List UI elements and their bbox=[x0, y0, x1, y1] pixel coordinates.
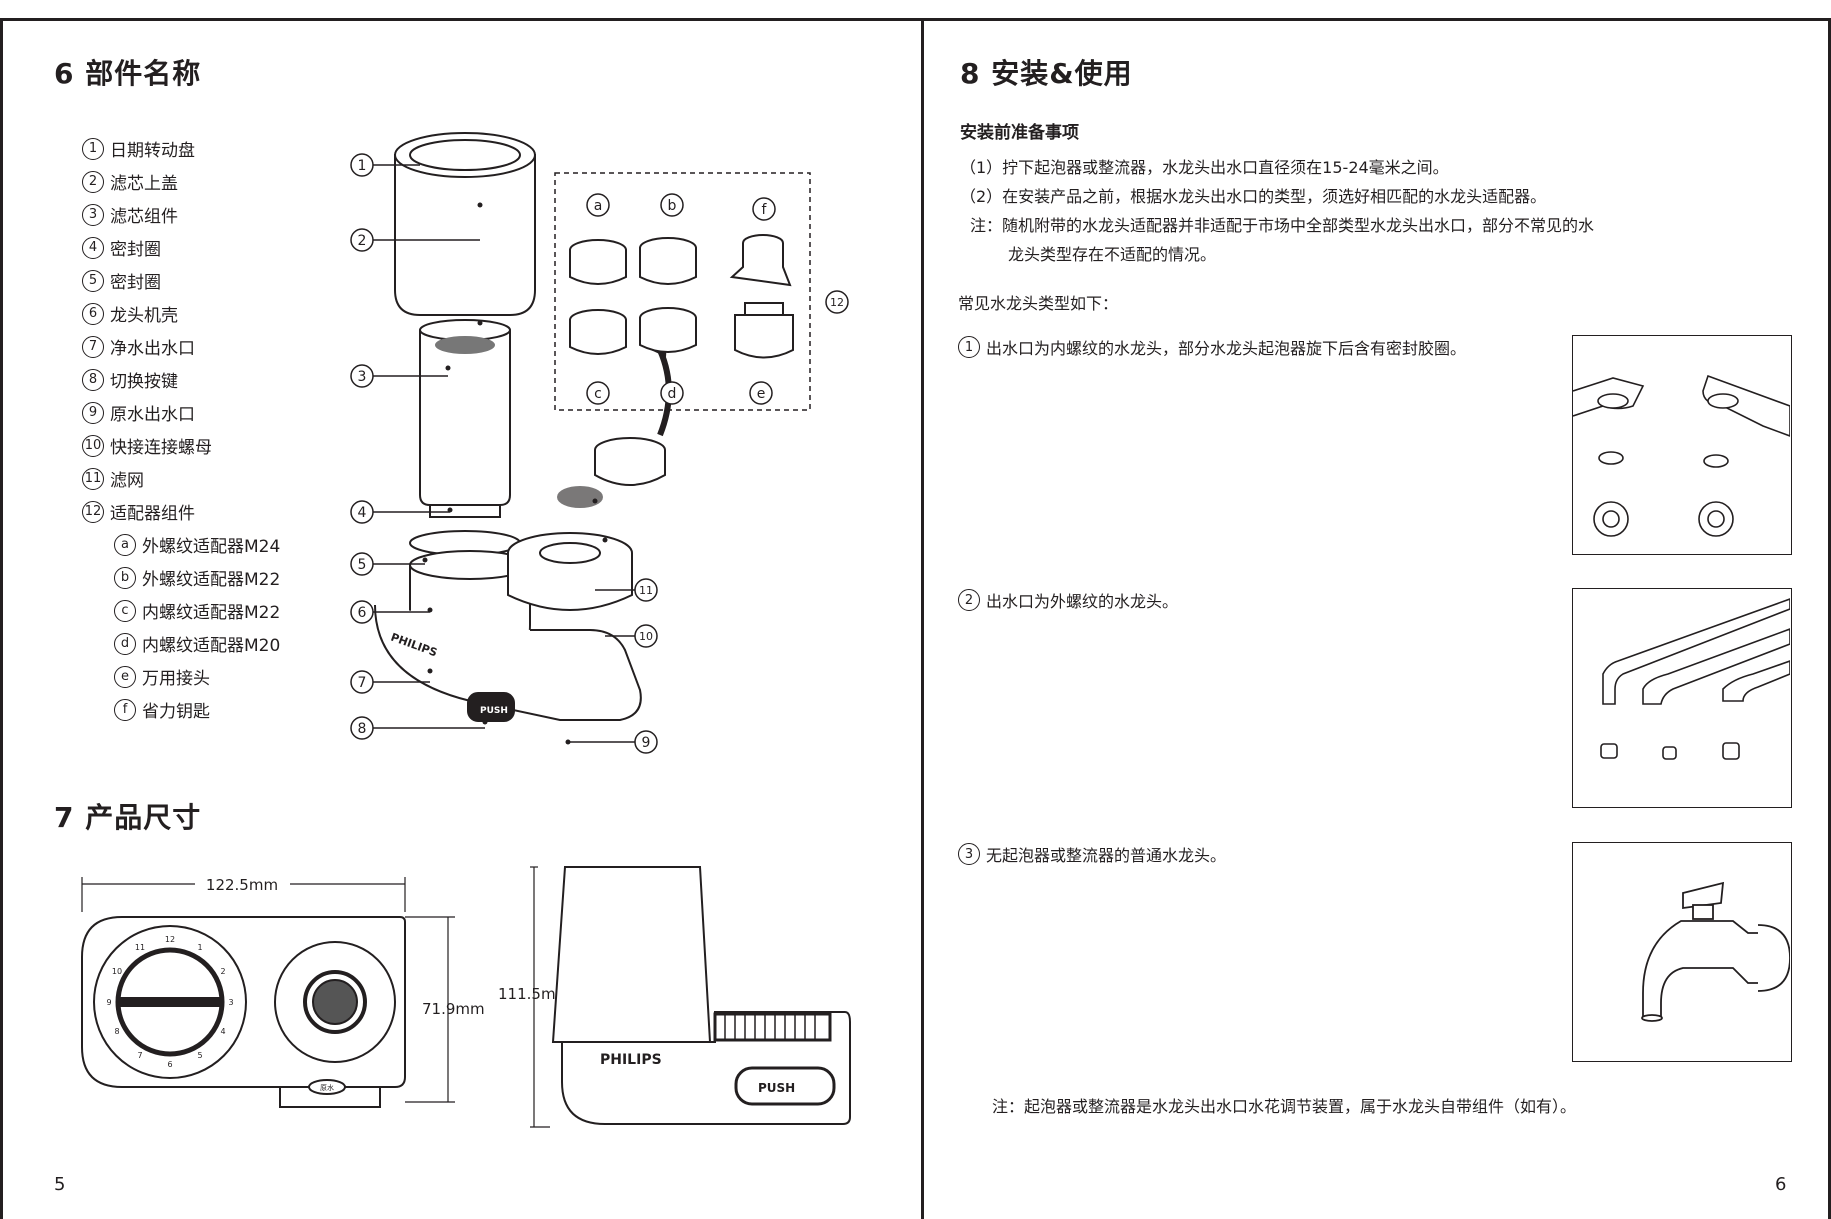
section6-title: 6 部件名称 bbox=[54, 57, 202, 90]
side-push-label: PUSH bbox=[758, 1081, 795, 1095]
common-types-intro: 常见水龙头类型如下： bbox=[958, 294, 1119, 313]
callout-10: 10 bbox=[639, 630, 653, 643]
filter-cap-shape bbox=[394, 154, 536, 316]
svg-text:8: 8 bbox=[114, 1027, 119, 1036]
housing-body-shape bbox=[374, 604, 642, 721]
footnote: 注：起泡器或整流器是水龙头出水口水花调节装置，属于水龙头自带组件（如有）。 bbox=[992, 1097, 1577, 1116]
front-button-label: 原水 bbox=[320, 1083, 334, 1092]
dimension-drawings: 122.5mm 71.9mm 111.5mm 原水 12 1 2 3 4 5 6… bbox=[81, 866, 851, 1128]
page-divider bbox=[921, 18, 924, 1219]
faucet-image-internal-thread bbox=[1572, 335, 1792, 555]
adapter-callout-d: d bbox=[668, 386, 677, 402]
callout-12: 12 bbox=[830, 296, 844, 309]
svg-text:12: 12 bbox=[165, 935, 175, 944]
svg-text:9: 9 bbox=[106, 998, 111, 1007]
callout-7: 7 bbox=[358, 675, 367, 691]
side-view-cartridge bbox=[551, 866, 712, 1043]
dim-height-side: 111.5mm bbox=[498, 985, 570, 1003]
adapter-callout-a: a bbox=[594, 198, 603, 214]
callout-8: 8 bbox=[358, 721, 367, 737]
right-border bbox=[1828, 18, 1831, 1219]
svg-text:2: 2 bbox=[220, 967, 225, 976]
svg-text:10: 10 bbox=[112, 967, 122, 976]
prep-line: （1）拧下起泡器或整流器，水龙头出水口直径须在15-24毫米之间。 bbox=[960, 158, 1449, 177]
dim-height-front: 71.9mm bbox=[422, 1000, 485, 1018]
svg-text:4: 4 bbox=[220, 1027, 225, 1036]
faucet-image-plain bbox=[1572, 842, 1792, 1062]
side-brand-label: PHILIPS bbox=[600, 1052, 662, 1068]
push-button-shape bbox=[467, 692, 515, 722]
dial-numbers: 12 1 2 3 4 5 6 7 8 9 10 11 bbox=[106, 935, 233, 1069]
prep-line: （2）在安装产品之前，根据水龙头出水口的类型，须选好相匹配的水龙头适配器。 bbox=[960, 187, 1547, 206]
svg-text:7: 7 bbox=[137, 1051, 142, 1060]
push-label: PUSH bbox=[480, 706, 508, 716]
top-border bbox=[0, 18, 1831, 21]
dim-width: 122.5mm bbox=[206, 876, 278, 894]
adapter-callout-b: b bbox=[668, 198, 677, 214]
prep-section: 安装前准备事项 （1）拧下起泡器或整流器，水龙头出水口直径须在15-24毫米之间… bbox=[960, 118, 1720, 269]
prep-title: 安装前准备事项 bbox=[960, 123, 1079, 143]
filter-cartridge-shape bbox=[419, 330, 511, 506]
adapter-callout-e: e bbox=[757, 386, 766, 402]
page-number-left: 5 bbox=[54, 1174, 66, 1195]
callout-2: 2 bbox=[358, 233, 367, 249]
callout-11: 11 bbox=[639, 584, 653, 597]
adapter-kit-box bbox=[554, 172, 811, 411]
callout-4: 4 bbox=[358, 505, 367, 521]
page-number-right: 6 bbox=[1775, 1174, 1787, 1195]
svg-text:11: 11 bbox=[135, 943, 145, 952]
callout-5: 5 bbox=[358, 557, 367, 573]
callout-6: 6 bbox=[358, 605, 367, 621]
section8-title: 8 安装&使用 bbox=[960, 57, 1133, 90]
faucet-image-external-thread bbox=[1572, 588, 1792, 808]
svg-text:6: 6 bbox=[167, 1060, 172, 1069]
adapter-callout-f: f bbox=[762, 202, 768, 218]
svg-text:3: 3 bbox=[228, 998, 233, 1007]
prep-note-continued: 龙头类型存在不适配的情况。 bbox=[1008, 245, 1217, 264]
callout-3: 3 bbox=[358, 369, 367, 385]
left-border bbox=[0, 18, 3, 1219]
exploded-parts-diagram: PHILIPS PUSH 1 2 3 4 5 6 7 8 9 10 11 12 bbox=[350, 132, 849, 754]
svg-text:1: 1 bbox=[197, 943, 202, 952]
callout-1: 1 bbox=[358, 158, 367, 174]
svg-text:5: 5 bbox=[197, 1051, 202, 1060]
callout-9: 9 bbox=[642, 735, 651, 751]
adapter-callout-c: c bbox=[594, 386, 602, 402]
prep-note: 注：随机附带的水龙头适配器并非适配于市场中全部类型水龙头出水口，部分不常见的水 bbox=[970, 216, 1595, 235]
section7-title: 7 产品尺寸 bbox=[54, 801, 202, 834]
